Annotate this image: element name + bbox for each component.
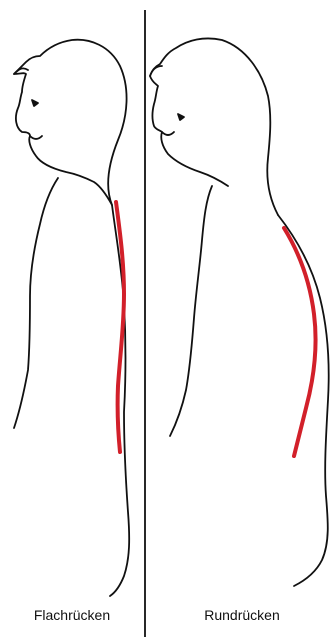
chest-outline-left bbox=[14, 178, 58, 428]
spine-line-right bbox=[284, 228, 316, 456]
ear-detail-right bbox=[150, 66, 162, 76]
figure-round-back bbox=[150, 38, 329, 586]
head-outline-right bbox=[150, 38, 278, 215]
head-outline-left bbox=[14, 40, 127, 205]
caption-flat-back: Flachrücken bbox=[2, 605, 142, 625]
eye-right bbox=[178, 114, 184, 120]
figure-flat-back bbox=[14, 40, 129, 596]
jaw-line-left bbox=[30, 136, 42, 139]
chest-outline-right bbox=[170, 186, 212, 436]
caption-round-back: Rundrücken bbox=[172, 605, 312, 625]
eye-left bbox=[32, 100, 38, 106]
jaw-line-right bbox=[162, 132, 174, 135]
